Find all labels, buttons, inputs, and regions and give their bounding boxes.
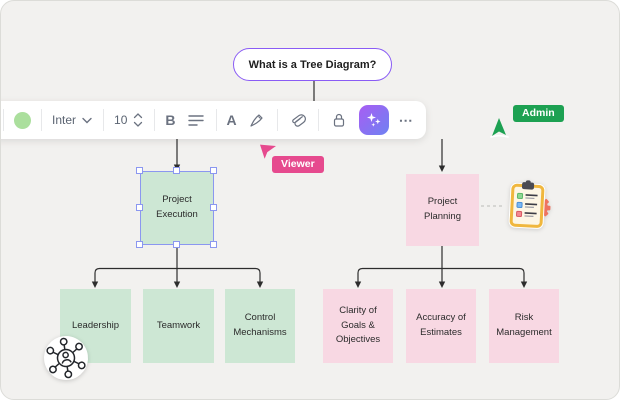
toolbar-divider (317, 109, 319, 131)
node-project-execution[interactable]: Project Execution (140, 171, 214, 245)
align-lines-icon[interactable] (186, 109, 206, 131)
toolbar-divider (276, 109, 278, 131)
font-size-stepper-icon[interactable] (132, 109, 144, 131)
selection-handle-n[interactable] (173, 167, 180, 174)
font-family-label: Inter (52, 113, 77, 127)
ai-assist-button[interactable] (358, 105, 389, 135)
format-toolbar: Inter 10 B A (1, 101, 426, 139)
root-node[interactable]: What is a Tree Diagram? (233, 48, 392, 81)
node-control-mechanisms[interactable]: Control Mechanisms (225, 289, 295, 363)
link-paperclip-icon[interactable] (288, 109, 308, 131)
font-size-value: 10 (114, 113, 128, 127)
viewer-presence-label: Viewer (272, 156, 324, 173)
toolbar-divider (154, 109, 156, 131)
more-options-button[interactable]: ⋯ (398, 111, 414, 128)
selection-handle-nw[interactable] (136, 167, 143, 174)
toolbar-divider (3, 109, 4, 131)
bold-button[interactable]: B (165, 112, 176, 128)
fill-color-swatch[interactable] (14, 111, 31, 129)
selection-handle-ne[interactable] (210, 167, 217, 174)
highlighter-pen-icon[interactable] (247, 109, 267, 131)
node-clarity-of-goals[interactable]: Clarity of Goals & Objectives (323, 289, 393, 363)
team-network-sticker[interactable] (40, 332, 92, 384)
font-size-control[interactable]: 10 (114, 109, 144, 131)
selection-handle-e[interactable] (210, 204, 217, 211)
selection-handle-se[interactable] (210, 241, 217, 248)
lock-open-icon[interactable] (329, 109, 349, 131)
font-family-select[interactable]: Inter (52, 109, 93, 131)
viewer-cursor-icon (259, 144, 277, 159)
node-project-planning[interactable]: Project Planning (406, 174, 479, 246)
node-accuracy-of-estimates[interactable]: Accuracy of Estimates (406, 289, 476, 363)
admin-presence-label: Admin (513, 105, 564, 122)
chevron-down-icon (81, 109, 93, 131)
toolbar-divider (41, 109, 42, 131)
task-clipboard-gear-sticker[interactable] (504, 180, 556, 232)
admin-cursor-icon (490, 118, 509, 138)
ai-sparkles-icon (365, 111, 383, 129)
node-risk-management[interactable]: Risk Management (489, 289, 559, 363)
text-color-button[interactable]: A (226, 112, 237, 128)
selection-handle-w[interactable] (136, 204, 143, 211)
node-teamwork[interactable]: Teamwork (143, 289, 214, 363)
toolbar-divider (103, 109, 105, 131)
selection-handle-sw[interactable] (136, 241, 143, 248)
selection-handle-s[interactable] (173, 241, 180, 248)
toolbar-divider (215, 109, 217, 131)
